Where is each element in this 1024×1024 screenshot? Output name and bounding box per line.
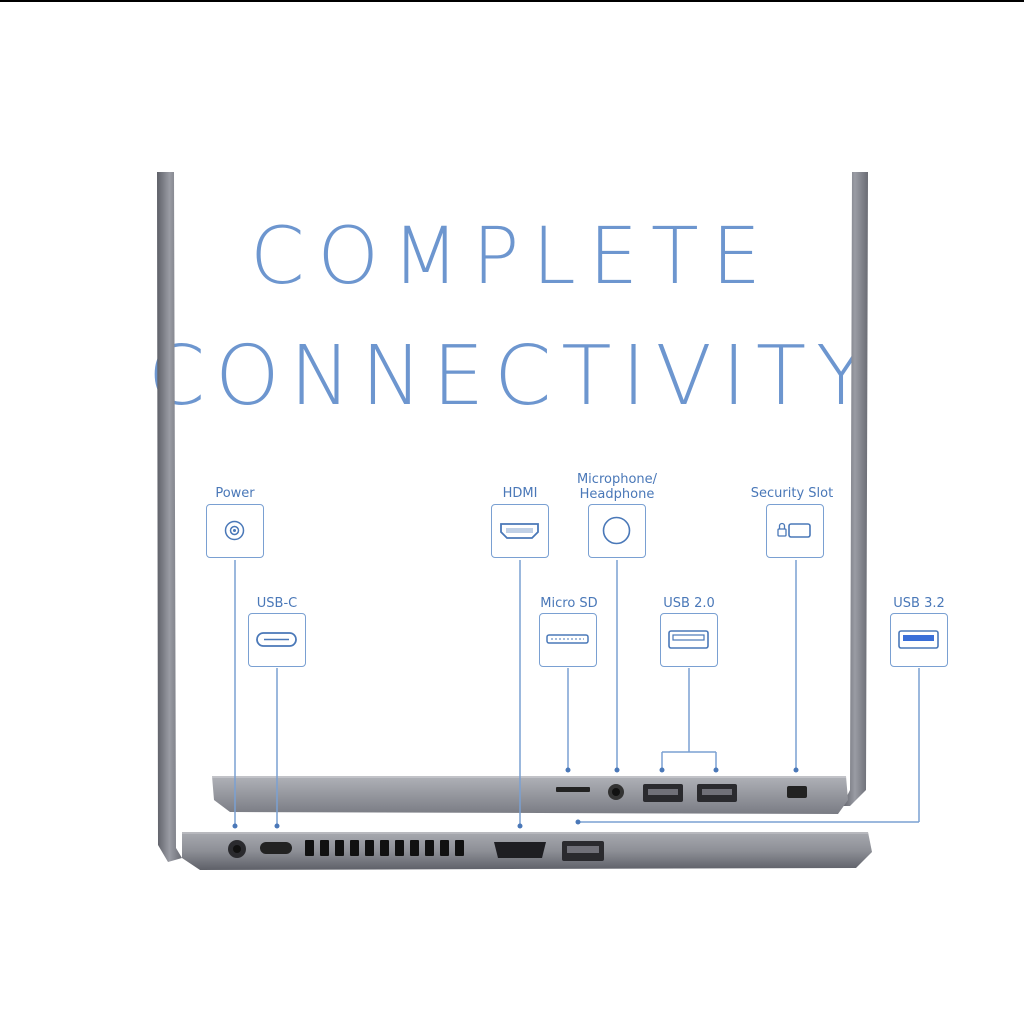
- connector-dots: [232, 767, 799, 829]
- usb-a-blue-icon: [898, 630, 939, 649]
- hdmi-label: HDMI: [502, 486, 538, 501]
- right-laptop-lid: [842, 172, 868, 806]
- back-laptop-body: [212, 776, 848, 814]
- audio-jack-icon: [602, 516, 631, 545]
- connector-lines: [234, 560, 920, 826]
- security-callout: [766, 504, 824, 558]
- vent-grille: [305, 840, 464, 856]
- usb-2-callout: [660, 613, 718, 667]
- lock-slot-icon: [777, 522, 811, 538]
- audio-label: Microphone/ Headphone: [547, 472, 687, 502]
- hdmi-icon: [500, 523, 539, 539]
- usb-c-icon: [256, 632, 297, 647]
- usb-3-callout: [890, 613, 948, 667]
- left-laptop-lid: [157, 172, 182, 862]
- power-label: Power: [215, 486, 255, 501]
- power-callout: [206, 504, 264, 558]
- headline-line-1: COMPLETE: [250, 212, 774, 302]
- audio-callout: [588, 504, 646, 558]
- usb-c-label: USB-C: [256, 596, 298, 611]
- audio-label-line-2: Headphone: [579, 487, 655, 502]
- security-slot: [787, 786, 807, 798]
- headline-line-2: CONNECTIVITY: [147, 329, 877, 424]
- power-jack-icon: [224, 520, 245, 541]
- audio-label-line-1: Microphone/: [576, 472, 658, 487]
- usb-c-port: [260, 842, 292, 854]
- micro-sd-callout: [539, 613, 597, 667]
- micro-sd-label: Micro SD: [540, 596, 598, 611]
- usb-2-label: USB 2.0: [663, 596, 715, 611]
- usb-a-icon: [668, 630, 709, 649]
- security-label: Security Slot: [750, 486, 834, 501]
- usb-c-callout: [248, 613, 306, 667]
- hdmi-port: [494, 842, 546, 858]
- micro-sd-icon: [546, 634, 589, 644]
- micro-sd-slot: [556, 787, 590, 792]
- usb-3-label: USB 3.2: [893, 596, 945, 611]
- hdmi-callout: [491, 504, 549, 558]
- top-border: [0, 0, 1024, 2]
